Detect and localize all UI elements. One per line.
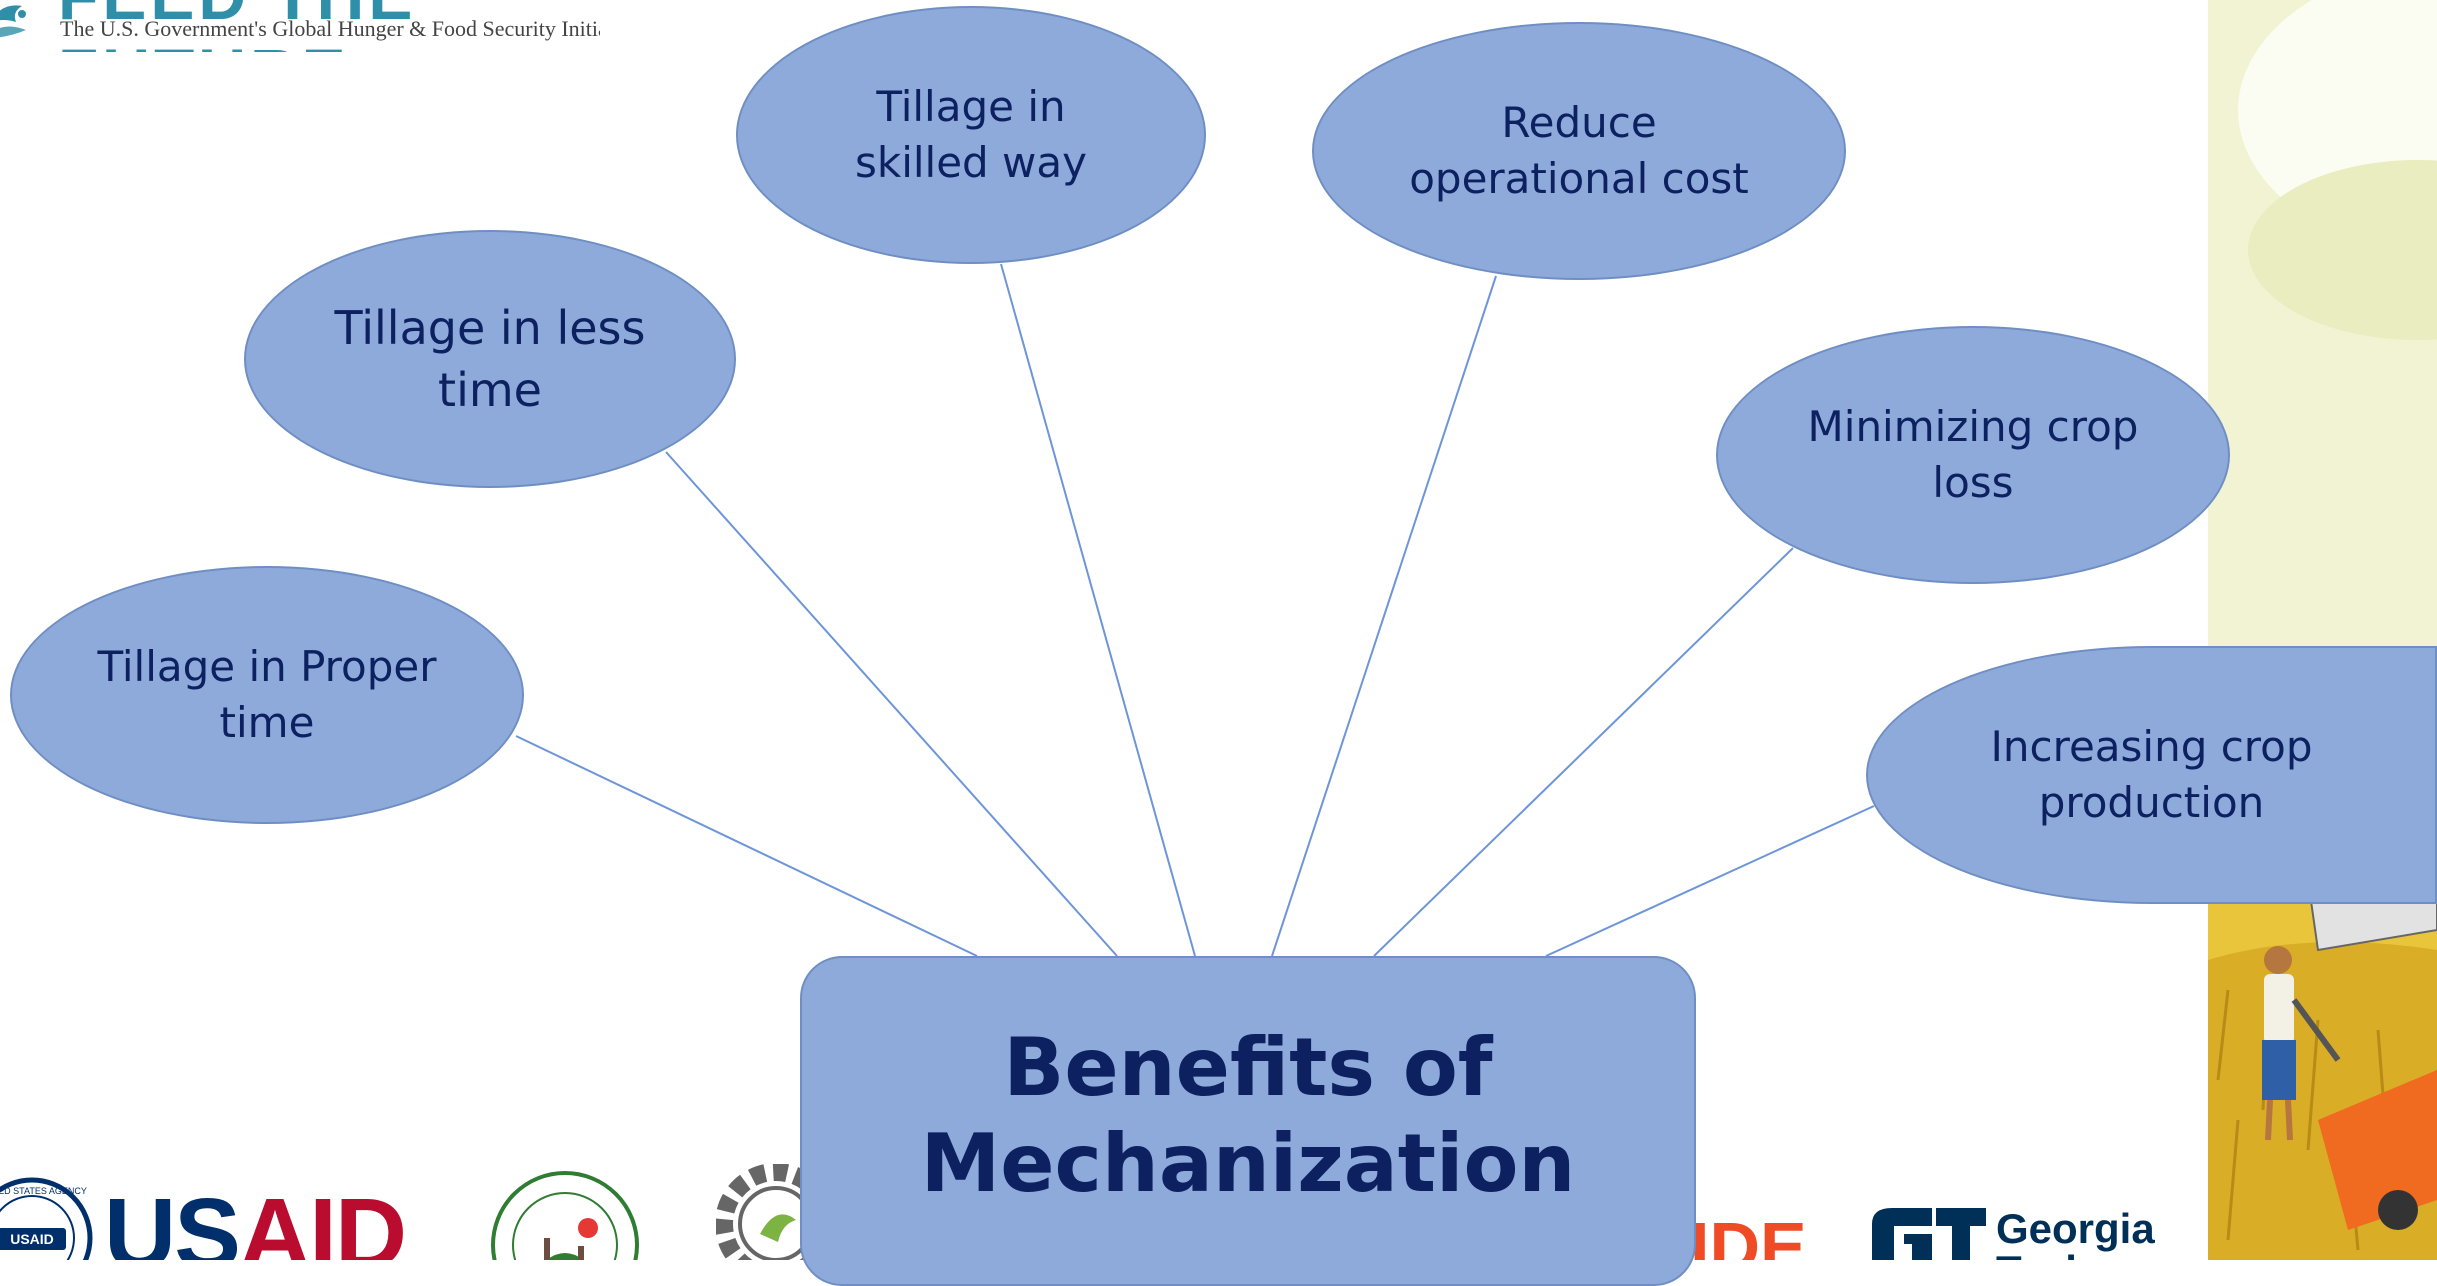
ide-logo: IDE — [1690, 1208, 1807, 1260]
connector-crop-production — [1545, 805, 1875, 957]
bubble-line: production — [2038, 778, 2265, 827]
bubble-line: Tillage in — [876, 82, 1066, 131]
connector-lines — [515, 263, 1875, 957]
georgia-tech-wordmark: Georgia Tech — [1996, 1205, 2155, 1261]
bubble-line: time — [438, 363, 542, 417]
connector-proper-time — [515, 735, 978, 957]
gt-line-1: Georgia — [1996, 1205, 2155, 1252]
bubble-line: Increasing crop — [1990, 722, 2313, 771]
partner-logos: USAID UNITED STATES AGENCY USAID IDE Geo — [0, 1150, 2208, 1260]
usaid-us-text: US — [104, 1178, 241, 1260]
bubble-line: Tillage in less — [334, 301, 646, 355]
bubble-line: Tillage in Proper — [97, 642, 437, 691]
center-node-box: Benefits of Mechanization — [800, 956, 1696, 1286]
connector-skilled-way — [1000, 263, 1196, 957]
benefit-bubble-operational-cost: Reduce operational cost — [1312, 22, 1846, 280]
eagle-emblem-icon — [0, 5, 26, 38]
bangladesh-government-seal-icon — [491, 1171, 639, 1260]
usaid-seal-icon: USAID UNITED STATES AGENCY — [0, 1177, 93, 1260]
usaid-aid-text: AID — [238, 1178, 407, 1260]
bubble-line: operational cost — [1409, 154, 1749, 203]
bubble-line: time — [219, 698, 315, 747]
bubble-line: skilled way — [854, 138, 1087, 187]
gt-line-2: Tech — [1996, 1250, 2155, 1261]
header-tagline: The U.S. Government's Global Hunger & Fo… — [60, 16, 600, 41]
seal-badge-text: USAID — [10, 1231, 54, 1247]
bubble-line: Minimizing crop — [1807, 402, 2139, 451]
connector-crop-loss — [1373, 547, 1794, 957]
connector-operational-cost — [1271, 275, 1497, 957]
usaid-wordmark: USAID — [104, 1184, 407, 1260]
bubble-line: Reduce — [1501, 98, 1657, 147]
benefit-bubble-crop-loss: Minimizing crop loss — [1716, 326, 2230, 584]
benefit-bubble-crop-production: Increasing crop production — [1866, 646, 2437, 904]
connector-less-time — [665, 451, 1118, 957]
benefit-bubble-less-time: Tillage in less time — [244, 230, 736, 488]
feed-the-future-wordmark: FEED THE FUTURE — [58, 0, 600, 52]
benefit-bubble-proper-time: Tillage in Proper time — [10, 566, 524, 824]
seal-ring-text: UNITED STATES AGENCY — [0, 1186, 87, 1196]
bubble-line: loss — [1932, 458, 2014, 507]
georgia-tech-mark-icon — [1872, 1208, 1986, 1260]
benefit-bubble-skilled-way: Tillage in skilled way — [736, 6, 1206, 264]
center-node-title: Benefits of Mechanization — [920, 1021, 1576, 1210]
feed-the-future-logo: FEED THE FUTURE The U.S. Government's Gl… — [0, 0, 600, 52]
